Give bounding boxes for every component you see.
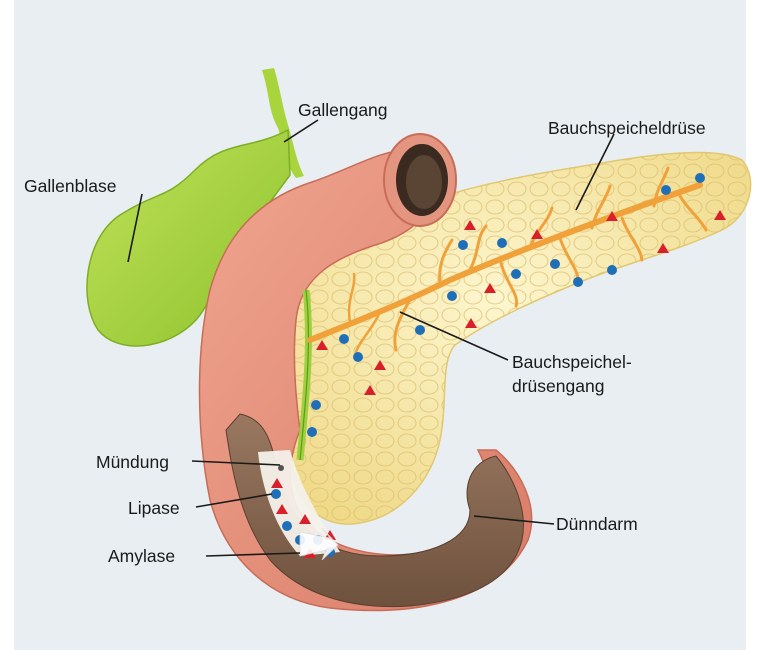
label-lipase: Lipase [128, 498, 180, 519]
label-amylase: Amylase [108, 546, 175, 567]
label-pancreatic-duct-line2: drüsengang [512, 376, 604, 397]
label-bile-duct: Gallengang [298, 100, 388, 121]
label-small-intestine: Dünndarm [556, 514, 638, 535]
label-opening: Mündung [96, 452, 169, 473]
label-pancreatic-duct-line1: Bauchspeichel- [512, 352, 632, 373]
label-gallbladder: Gallenblase [24, 176, 116, 197]
label-pancreas: Bauchspeicheldrüse [548, 118, 706, 139]
